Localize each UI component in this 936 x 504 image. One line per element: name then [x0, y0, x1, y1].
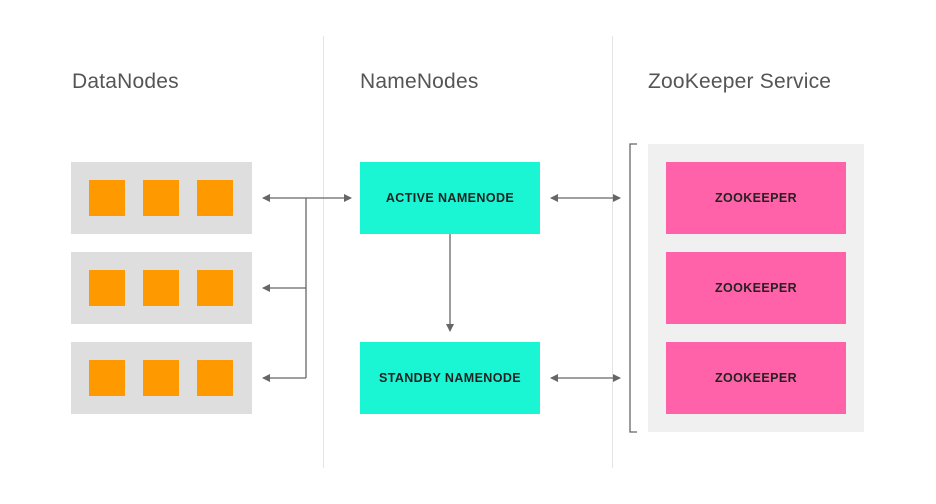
datanode-block — [143, 180, 179, 216]
zookeeper-service-heading: ZooKeeper Service — [648, 70, 832, 93]
datanode-row-1 — [71, 162, 252, 234]
datanode-block — [197, 270, 233, 306]
datanode-block — [197, 360, 233, 396]
datanodes-heading: DataNodes — [72, 70, 179, 93]
standby-namenode: STANDBY NAMENODE — [360, 342, 540, 414]
zookeeper-node-3: ZOOKEEPER — [666, 342, 846, 414]
datanode-block — [197, 180, 233, 216]
datanode-block — [89, 180, 125, 216]
zookeeper-node-1: ZOOKEEPER — [666, 162, 846, 234]
zookeeper-bracket — [629, 143, 637, 433]
datanode-block — [89, 270, 125, 306]
column-divider-right — [612, 36, 613, 468]
active-namenode: ACTIVE NAMENODE — [360, 162, 540, 234]
zookeeper-node-2: ZOOKEEPER — [666, 252, 846, 324]
datanode-row-3 — [71, 342, 252, 414]
namenodes-heading: NameNodes — [360, 70, 479, 93]
datanode-block — [89, 360, 125, 396]
datanode-row-2 — [71, 252, 252, 324]
datanode-block — [143, 270, 179, 306]
column-divider-left — [323, 36, 324, 468]
datanode-block — [143, 360, 179, 396]
